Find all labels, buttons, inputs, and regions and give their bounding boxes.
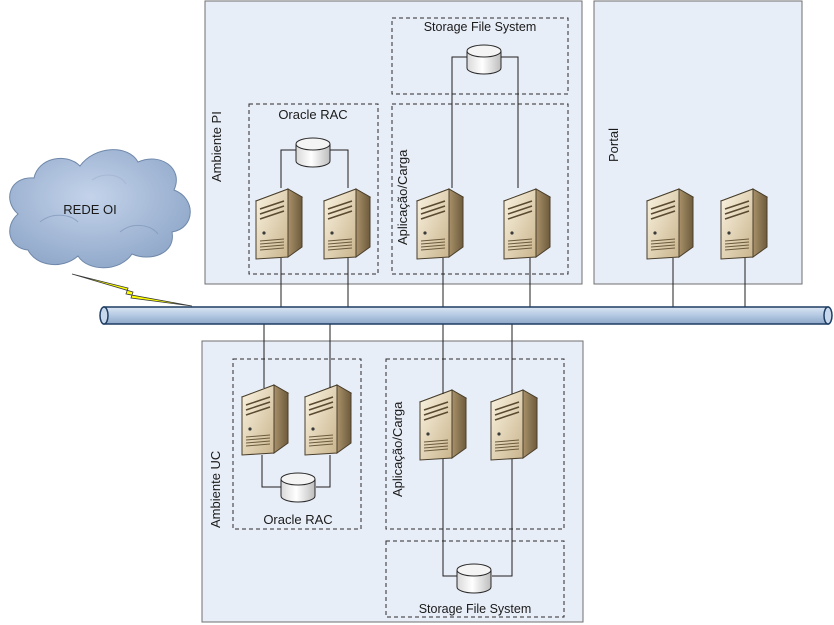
ambiente-uc-label: Ambiente UC <box>208 451 223 528</box>
uc-oracle-disk-icon <box>280 472 316 503</box>
uc-oracle-server-1-icon <box>241 384 289 456</box>
uc-storage-label: Storage File System <box>419 602 532 616</box>
pi-oracle-wire-right <box>330 149 349 188</box>
cloud-icon <box>9 149 191 269</box>
pi-storage-disk-icon <box>466 44 502 75</box>
portal-server-1-icon <box>646 188 694 260</box>
pi-oracle-wire-left <box>280 149 296 188</box>
uc-oracle-wire-right <box>316 455 331 488</box>
uc-storage-wire-right <box>492 455 513 577</box>
uc-aplicacao-carga-group <box>385 358 565 530</box>
ambiente-pi-label: Ambiente PI <box>209 111 224 182</box>
portal-label: Portal <box>606 128 621 162</box>
uc-aplicacao-carga-label: Aplicação/Carga <box>390 401 405 497</box>
pi-oracle-server-1-icon <box>255 188 303 260</box>
portal-server-2-icon <box>720 188 768 260</box>
pi-aplicacao-carga-label: Aplicação/Carga <box>395 149 410 245</box>
lightning-link-icon <box>71 273 193 307</box>
uc-storage-disk-icon <box>456 563 492 594</box>
pi-oracle-rac-group <box>248 103 379 275</box>
pi-app-server-1-icon <box>416 188 464 260</box>
pi-aplicacao-carga-group <box>391 103 569 275</box>
uc-storage-group <box>385 540 565 618</box>
uc-oracle-rac-label: Oracle RAC <box>263 512 332 527</box>
portal-panel <box>593 0 803 285</box>
uc-app-server-1-icon <box>419 389 467 461</box>
pi-storage-label: Storage File System <box>424 20 537 34</box>
uc-oracle-wire-left <box>261 455 282 488</box>
network-bus <box>99 306 833 325</box>
uc-oracle-server-2-icon <box>304 384 352 456</box>
bus-drop-lines <box>263 258 746 394</box>
uc-storage-wire-left <box>442 455 458 577</box>
pi-oracle-rac-label: Oracle RAC <box>278 107 347 122</box>
cloud-label: REDE OI <box>63 202 116 217</box>
pi-storage-wire-right <box>501 56 519 188</box>
pi-oracle-disk-icon <box>295 137 331 168</box>
uc-app-server-2-icon <box>490 389 538 461</box>
pi-app-server-2-icon <box>503 188 551 260</box>
pi-oracle-server-2-icon <box>323 188 371 260</box>
uc-oracle-rac-group <box>232 358 362 530</box>
pi-storage-group <box>391 17 569 95</box>
pi-storage-wire-left <box>451 56 467 188</box>
